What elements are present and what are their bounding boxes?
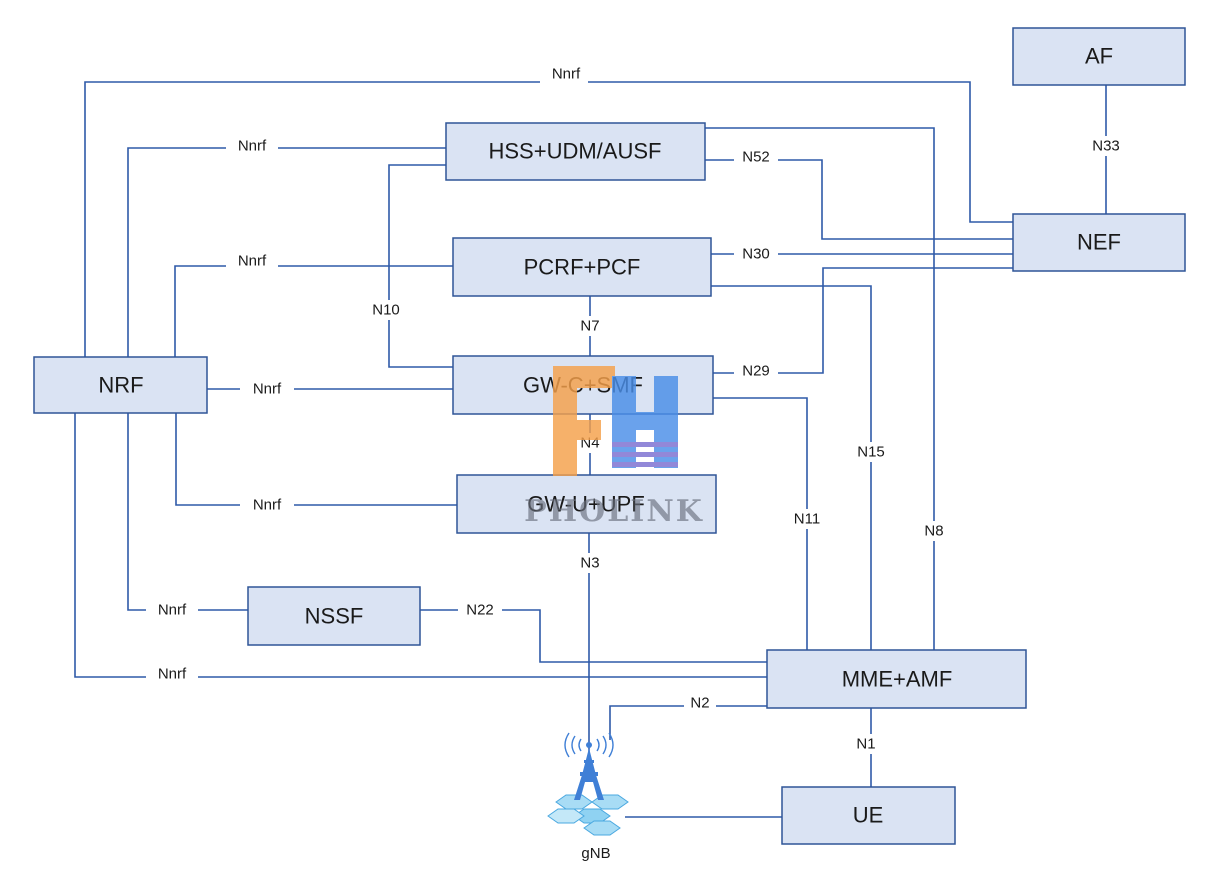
label-n15: N15 <box>850 442 894 462</box>
node-amf: MME+AMF <box>766 649 1027 709</box>
node-pcrf: PCRF+PCF <box>452 237 712 297</box>
label-n2: N2 <box>684 693 716 713</box>
gnb-tower-icon <box>547 732 629 836</box>
node-af: AF <box>1012 27 1186 86</box>
gnb-base-hexagons <box>547 794 629 836</box>
node-pcrf-label: PCRF+PCF <box>524 255 641 280</box>
pholink-watermark: PHOLINK <box>524 366 704 529</box>
label-n11: N11 <box>785 509 829 529</box>
label-n2-text: N2 <box>690 695 709 712</box>
label-n10: N10 <box>365 300 409 320</box>
link-nrf-nef <box>84 81 1013 357</box>
link-n29 <box>713 267 1013 374</box>
node-hss-label: HSS+UDM/AUSF <box>489 139 662 164</box>
label-nrf-nssf-text: Nnrf <box>158 602 187 619</box>
label-nrf-amf-text: Nnrf <box>158 666 187 683</box>
node-nssf: NSSF <box>247 586 421 646</box>
label-n22-text: N22 <box>466 602 494 619</box>
label-n3: N3 <box>574 553 606 573</box>
label-nrf-hss-text: Nnrf <box>238 138 267 155</box>
node-ue-label: UE <box>853 803 884 828</box>
label-n29-text: N29 <box>742 363 770 380</box>
label-n30: N30 <box>734 244 778 264</box>
link-nrf-nssf <box>127 413 248 611</box>
label-nrf-hss: Nnrf <box>226 136 278 156</box>
label-nrf-nef-text: Nnrf <box>552 66 581 83</box>
node-upf: GW-U+UPF <box>456 474 717 534</box>
gnb-label: gNB <box>581 845 610 862</box>
link-nrf-upf <box>175 413 457 506</box>
label-nrf-upf: Nnrf <box>240 495 294 515</box>
label-n1-text: N1 <box>856 736 875 753</box>
link-nrf-amf <box>74 413 767 678</box>
label-nrf-pcrf: Nnrf <box>226 251 278 271</box>
label-n7-text: N7 <box>580 318 599 335</box>
node-amf-label: MME+AMF <box>842 667 953 692</box>
link-n52 <box>705 159 1013 240</box>
label-n7: N7 <box>574 316 606 336</box>
node-upf-label: GW-U+UPF <box>527 492 645 517</box>
node-hss: HSS+UDM/AUSF <box>445 122 706 181</box>
node-nef: NEF <box>1012 213 1186 272</box>
label-n29: N29 <box>734 361 778 381</box>
signal-waves-icon <box>564 732 614 758</box>
node-ue: UE <box>781 786 956 845</box>
label-nrf-amf: Nnrf <box>146 664 198 684</box>
link-n10 <box>388 164 453 368</box>
link-n11 <box>713 397 808 650</box>
node-nssf-label: NSSF <box>305 604 364 629</box>
label-nrf-smf: Nnrf <box>240 379 294 399</box>
label-nrf-smf-text: Nnrf <box>253 381 282 398</box>
interface-labels: Nnrf Nnrf Nnrf Nnrf Nnrf Nnrf Nnrf N33 N… <box>146 64 1128 754</box>
label-nrf-nef: Nnrf <box>540 64 588 84</box>
label-n33: N33 <box>1084 136 1128 156</box>
label-n15-text: N15 <box>857 444 885 461</box>
node-nrf: NRF <box>33 356 208 414</box>
node-nrf-label: NRF <box>98 373 143 398</box>
label-n33-text: N33 <box>1092 138 1120 155</box>
label-n8-text: N8 <box>924 523 943 540</box>
link-nrf-hss <box>127 147 446 357</box>
label-n22: N22 <box>458 600 502 620</box>
label-n52-text: N52 <box>742 149 770 166</box>
label-n11-text: N11 <box>794 511 820 528</box>
label-n10-text: N10 <box>372 302 400 319</box>
label-nrf-upf-text: Nnrf <box>253 497 282 514</box>
link-n8 <box>705 127 935 650</box>
label-n52: N52 <box>734 147 778 167</box>
label-n3-text: N3 <box>580 555 599 572</box>
node-nef-label: NEF <box>1077 230 1121 255</box>
watermark-text: PHOLINK <box>524 494 704 529</box>
link-n15 <box>711 285 872 650</box>
link-nrf-pcrf <box>174 265 453 357</box>
watermark-logo-icon <box>553 366 678 476</box>
node-af-label: AF <box>1085 44 1113 69</box>
label-n1: N1 <box>850 734 882 754</box>
label-n8: N8 <box>918 521 950 541</box>
label-n30-text: N30 <box>742 246 770 263</box>
label-nrf-pcrf-text: Nnrf <box>238 253 267 270</box>
label-nrf-nssf: Nnrf <box>146 600 198 620</box>
